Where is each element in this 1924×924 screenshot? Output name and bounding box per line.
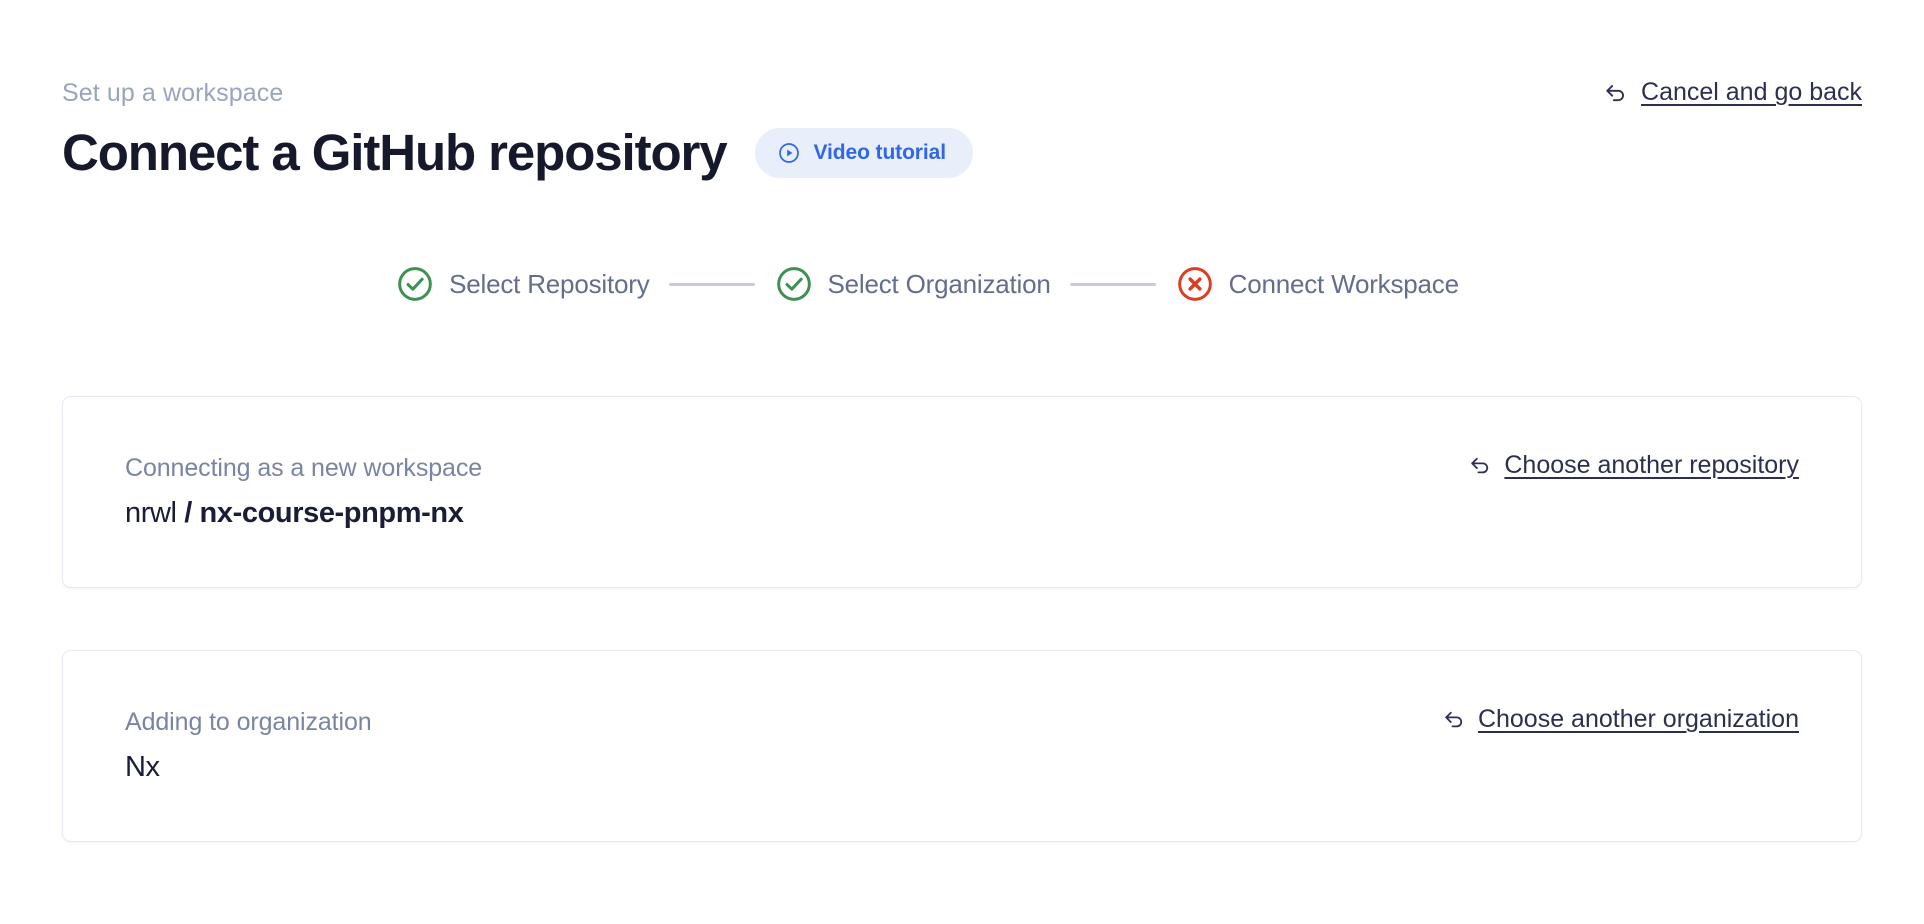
check-circle-icon: [774, 264, 814, 304]
choose-another-organization-label: Choose another organization: [1477, 704, 1799, 733]
step-label-select-organization: Select Organization: [827, 268, 1051, 299]
repository-card-value: nrwl / nx-course-pnpm-nx: [125, 496, 1799, 531]
video-tutorial-label: Video tutorial: [813, 140, 947, 164]
page-title: Connect a GitHub repository: [62, 124, 728, 181]
repository-card: Connecting as a new workspace nrwl / nx-…: [62, 396, 1862, 588]
arrow-uturn-left-icon: [1468, 453, 1493, 478]
x-circle-icon: [1175, 264, 1215, 304]
step-select-organization[interactable]: Select Organization: [774, 264, 1051, 304]
title-row: Connect a GitHub repository Video tutori…: [62, 125, 1862, 180]
repository-name: / nx-course-pnpm-nx: [184, 497, 464, 530]
choose-another-repository-link[interactable]: Choose another repository: [1468, 451, 1799, 480]
cancel-and-go-back-label: Cancel and go back: [1641, 78, 1862, 106]
organization-card-value: Nx: [125, 750, 160, 783]
choose-another-repository-label: Choose another repository: [1504, 451, 1799, 480]
repository-card-label: Connecting as a new workspace: [125, 454, 483, 483]
arrow-uturn-left-icon: [1442, 707, 1467, 732]
play-circle-icon: [777, 141, 801, 165]
arrow-uturn-left-icon: [1603, 80, 1629, 106]
step-label-connect-workspace: Connect Workspace: [1228, 268, 1459, 299]
breadcrumb: Set up a workspace: [62, 79, 284, 107]
organization-card: Adding to organization Nx Choose another…: [62, 649, 1862, 842]
cancel-and-go-back-link[interactable]: Cancel and go back: [1603, 78, 1862, 107]
choose-another-organization-link[interactable]: Choose another organization: [1442, 705, 1799, 734]
stepper-connector-1: [668, 282, 755, 286]
check-circle-icon: [395, 264, 435, 304]
video-tutorial-button[interactable]: Video tutorial: [754, 127, 973, 178]
step-select-repository[interactable]: Select Repository: [395, 264, 650, 304]
organization-card-label: Adding to organization: [125, 707, 372, 736]
repository-owner: nrwl: [125, 497, 185, 530]
step-connect-workspace[interactable]: Connect Workspace: [1175, 264, 1459, 304]
progress-stepper: Select Repository Select Organization Co…: [62, 264, 1862, 304]
step-label-select-repository: Select Repository: [449, 268, 650, 299]
stepper-connector-2: [1069, 282, 1156, 286]
page-header: Set up a workspace Connect a GitHub repo…: [62, 0, 1862, 180]
